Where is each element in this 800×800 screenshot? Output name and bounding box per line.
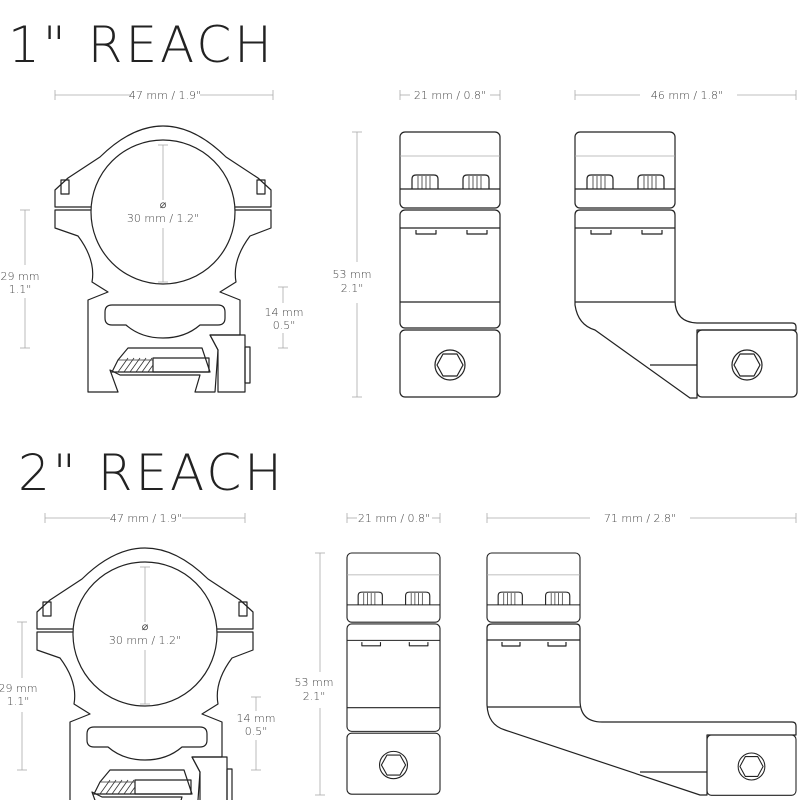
front-width-label: 47 mm / 1.9"	[129, 89, 201, 102]
reach-length-label: 71 mm / 2.8"	[604, 512, 676, 525]
section-title: 2" REACH	[18, 444, 285, 502]
diameter-label: 30 mm / 1.2"	[127, 212, 199, 225]
front-view	[54, 125, 272, 393]
front-width-label: 47 mm / 1.9"	[110, 512, 182, 525]
section-title: 1" REACH	[8, 16, 275, 74]
diameter-symbol: ⌀	[160, 198, 167, 211]
side-view	[399, 131, 501, 398]
diameter-symbol: ⌀	[142, 620, 149, 633]
center-height-mm: 29 mm	[1, 270, 40, 283]
base-height-mm: 14 mm	[265, 306, 304, 319]
total-height-in: 2.1"	[303, 690, 326, 703]
center-height-mm: 29 mm	[0, 682, 37, 695]
total-height-mm: 53 mm	[295, 676, 334, 689]
center-height-in: 1.1"	[7, 695, 30, 708]
base-height-in: 0.5"	[273, 319, 296, 332]
total-height-mm: 53 mm	[333, 268, 372, 281]
side-view	[346, 552, 441, 795]
side-width-label: 21 mm / 0.8"	[358, 512, 430, 525]
center-height-in: 1.1"	[9, 283, 32, 296]
reach-length-label: 46 mm / 1.8"	[651, 89, 723, 102]
base-height-in: 0.5"	[245, 725, 268, 738]
front-view	[36, 547, 254, 800]
reach-view	[574, 131, 798, 399]
diameter-label: 30 mm / 1.2"	[109, 634, 181, 647]
section-1-inch-reach: 1" REACH 47 mm / 1.9" ⌀ 30 mm / 1.2" 29 …	[1, 16, 798, 399]
reach-view	[486, 552, 797, 796]
base-height-mm: 14 mm	[237, 712, 276, 725]
total-height-in: 2.1"	[341, 282, 364, 295]
section-2-inch-reach: 2" REACH 47 mm / 1.9" ⌀ 30 mm / 1.2" 29 …	[0, 444, 797, 800]
side-width-label: 21 mm / 0.8"	[414, 89, 486, 102]
